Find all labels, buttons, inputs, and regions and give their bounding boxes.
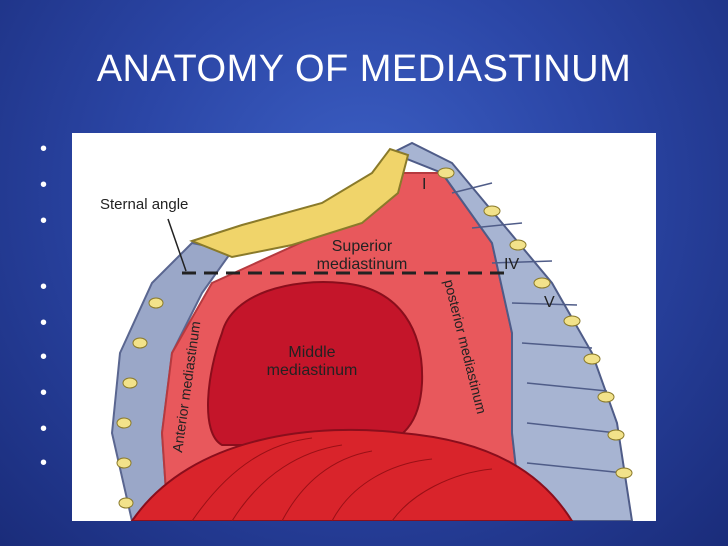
bullet: •: [40, 174, 48, 196]
rib-label-4: IV: [504, 256, 519, 273]
middle-mediastinum: [207, 281, 424, 446]
middle-mediastinum-label: Middle: [288, 344, 335, 361]
bullet: •: [40, 312, 48, 334]
bullet: •: [40, 346, 48, 368]
bullet: •: [40, 210, 48, 232]
rib-beads: [116, 167, 633, 509]
diaphragm: [130, 428, 574, 521]
vertebra-lines: [451, 182, 625, 474]
rib-label-1: I: [422, 176, 426, 193]
superior-mediastinum-label: Superior: [332, 238, 393, 255]
bullet: •: [40, 452, 48, 474]
sternal-angle-pointer: [167, 218, 187, 272]
rib-label-5: V: [544, 294, 555, 311]
superior-mediastinum-label: mediastinum: [317, 256, 408, 273]
bullet: •: [40, 418, 48, 440]
middle-mediastinum-label: mediastinum: [267, 362, 358, 379]
bullet: •: [40, 276, 48, 298]
bullet: •: [40, 138, 48, 160]
mediastinum-figure: Sternal angle Superior mediastinum Middl…: [72, 133, 656, 521]
sternum: [189, 147, 410, 259]
bullet: •: [40, 382, 48, 404]
diaphragm-striations: [191, 437, 493, 521]
slide-title: ANATOMY OF MEDIASTINUM: [96, 48, 632, 90]
sternal-angle-label: Sternal angle: [100, 196, 188, 213]
mediastinum-illustration: Sternal angle Superior mediastinum Middl…: [100, 141, 634, 521]
